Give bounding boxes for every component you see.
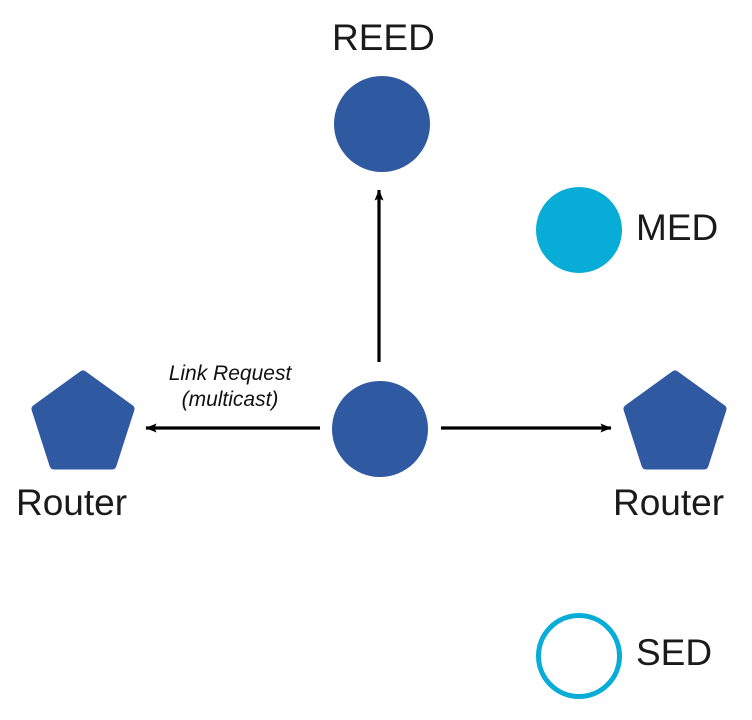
node-center-router[interactable] <box>332 381 428 477</box>
node-router-right[interactable] <box>623 370 727 470</box>
node-router-left[interactable] <box>31 370 135 470</box>
node-reed[interactable] <box>334 76 430 172</box>
link-request-annotation: Link Request (multicast) <box>146 361 314 414</box>
node-label-router-right: Router <box>613 482 725 523</box>
node-med[interactable] <box>536 187 622 273</box>
node-label-reed: REED <box>332 17 435 58</box>
node-label-router-left: Router <box>16 482 128 523</box>
link-request-line-1: Link Request <box>168 362 292 385</box>
link-request-line-2: (multicast) <box>181 388 279 412</box>
node-label-med: MED <box>636 207 719 248</box>
node-label-sed: SED <box>636 632 713 673</box>
node-sed[interactable] <box>536 613 622 699</box>
